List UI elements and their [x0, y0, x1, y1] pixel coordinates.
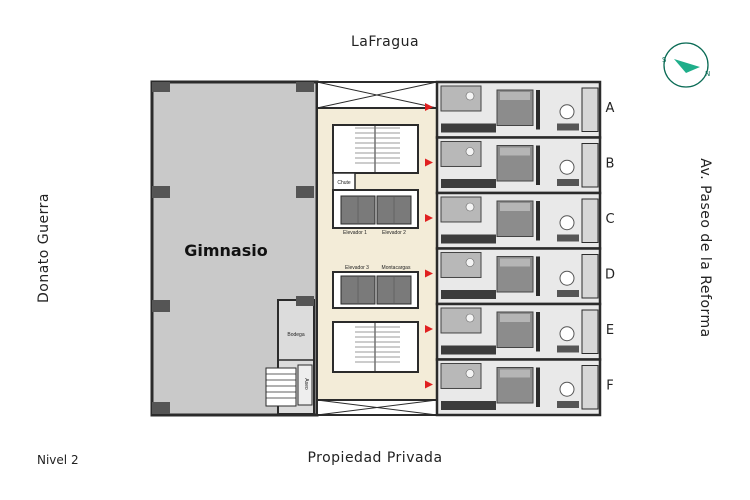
toilet-icon [465, 147, 475, 156]
pillow-icon [500, 369, 530, 378]
unit-label: F [606, 378, 613, 393]
compass-ring [663, 42, 709, 88]
unit-kitchen [441, 345, 496, 355]
entry-marker-icon [425, 324, 433, 333]
column [296, 296, 314, 306]
unit-partition [536, 367, 540, 407]
table-icon [559, 104, 575, 120]
column [152, 82, 170, 92]
apartment-unit: D [425, 247, 615, 306]
sofa-icon [557, 123, 579, 131]
pillow-icon [500, 314, 530, 322]
unit-balcony [581, 198, 599, 243]
apartment-unit: C [425, 191, 615, 250]
unit-partition [536, 256, 540, 296]
column [152, 300, 170, 312]
sofa-icon [557, 179, 579, 186]
column [296, 82, 314, 92]
unit-kitchen [441, 401, 496, 410]
unit-balcony [581, 143, 599, 188]
unit-partition [536, 201, 540, 241]
table-icon [559, 270, 575, 286]
entry-marker-icon [425, 380, 433, 389]
stairs-bottom [332, 321, 419, 373]
apartment-unit: F [425, 358, 614, 417]
level-label: Nivel 2 [37, 453, 79, 467]
entry-marker-icon [425, 213, 433, 222]
unit-kitchen [441, 290, 496, 299]
toilet-icon [465, 258, 475, 267]
unit-label: C [605, 212, 614, 227]
pillow-icon [500, 258, 530, 267]
street-label-bottom: Propiedad Privada [307, 450, 443, 466]
unit-balcony [581, 254, 599, 299]
table-icon [559, 326, 575, 342]
sofa-icon [557, 401, 579, 408]
storage-label: Bodega [287, 332, 304, 338]
unit-partition [536, 145, 540, 185]
stairs-top [332, 124, 419, 174]
pillow-icon [500, 203, 530, 211]
table-icon [559, 381, 575, 397]
elevator-1-label: Elevador 1 [343, 230, 367, 236]
chute-label: Chute [337, 180, 351, 186]
elevators-top [332, 189, 419, 229]
sofa-icon [557, 234, 579, 242]
unit-label: A [606, 101, 615, 116]
unit-kitchen [441, 123, 496, 133]
unit-partition [536, 312, 540, 352]
compass: S N [662, 42, 710, 88]
table-icon [559, 159, 575, 175]
street-label-top: LaFragua [350, 34, 420, 50]
unit-partition [536, 90, 540, 130]
unit-bathroom [440, 196, 482, 223]
unit-kitchen [441, 179, 496, 188]
core-area: Chute Elevador 1 Elevador 2 Elevador 3 M… [316, 81, 438, 416]
sofa-icon [557, 345, 579, 353]
apartment-unit: E [425, 302, 614, 361]
compass-north: N [705, 70, 710, 78]
table-icon [559, 215, 575, 231]
pillow-icon [500, 147, 530, 156]
unit-bathroom [440, 85, 482, 112]
unit-balcony [581, 309, 599, 354]
apartment-unit: A [425, 80, 615, 139]
column [152, 186, 170, 198]
compass-south: S [662, 56, 667, 64]
toilet-icon [465, 202, 475, 212]
column [296, 186, 314, 198]
unit-balcony [581, 87, 599, 132]
gym-label: Gimnasio [184, 241, 267, 260]
toilet-icon [465, 91, 475, 101]
entry-marker-icon [425, 158, 433, 167]
unit-bathroom [440, 141, 482, 167]
unit-balcony [581, 365, 599, 410]
elevator-3-label: Elevador 3 [345, 265, 369, 271]
apartment-units: A B C D E F [425, 80, 615, 417]
bath-label: Aseo [303, 378, 309, 390]
elevators-bottom [332, 271, 419, 309]
elevator-2-label: Elevador 2 [382, 230, 406, 236]
column [152, 402, 170, 414]
entry-marker-icon [425, 102, 433, 111]
gym-area: Gimnasio Bodega Aseo [150, 80, 319, 417]
unit-kitchen [441, 234, 496, 244]
entry-marker-icon [425, 269, 433, 278]
apartment-unit: B [425, 136, 615, 195]
unit-bathroom [440, 252, 482, 278]
unit-label: D [605, 267, 615, 282]
freight-elevator-label: Montacargas [382, 265, 411, 271]
unit-label: E [606, 323, 614, 338]
toilet-icon [465, 369, 475, 378]
unit-label: B [606, 156, 615, 171]
unit-bathroom [440, 307, 482, 334]
gym-stairs [265, 367, 297, 407]
unit-bathroom [440, 363, 482, 389]
toilet-icon [465, 313, 475, 323]
sofa-icon [557, 290, 579, 297]
compass-arrow-icon [674, 59, 700, 73]
pillow-icon [500, 92, 530, 100]
